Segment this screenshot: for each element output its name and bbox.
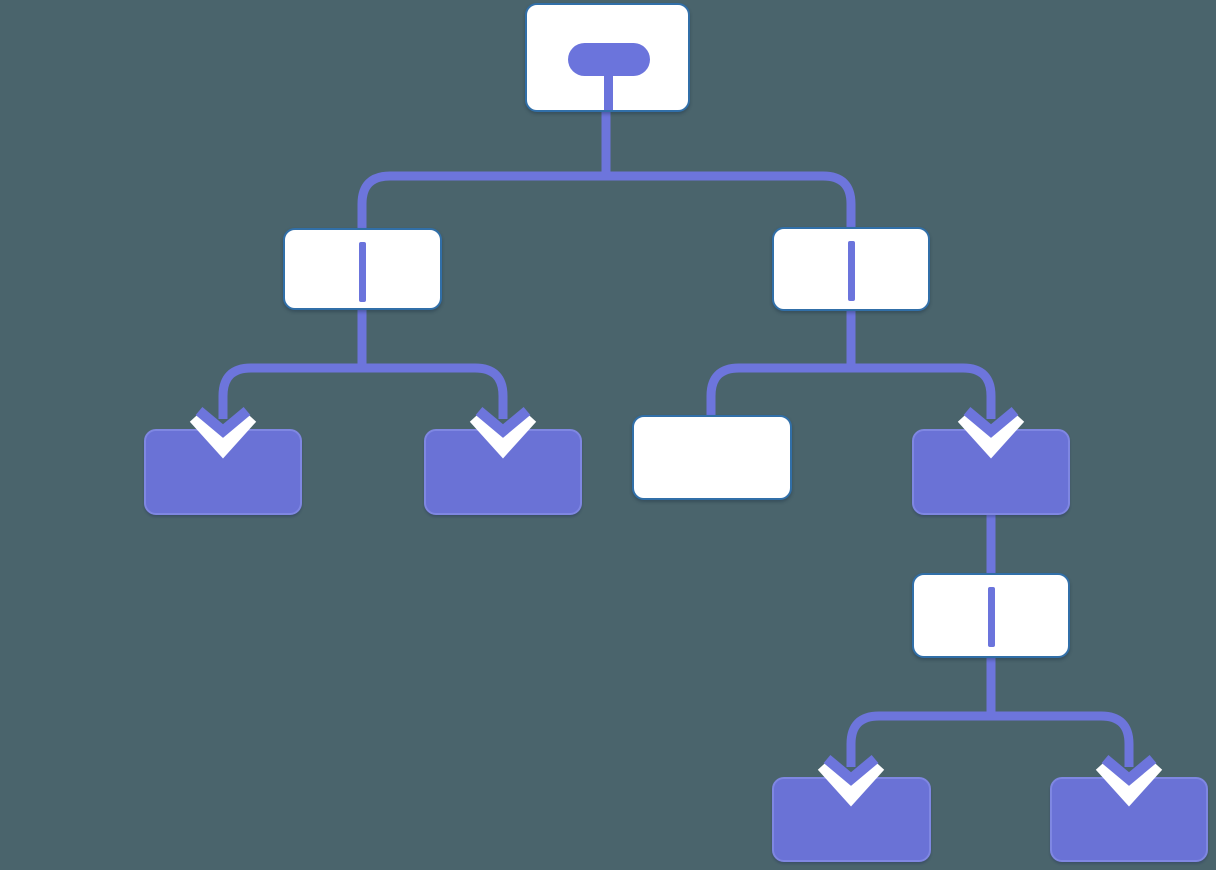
connector-line-right-branch-children <box>851 363 996 419</box>
connector-line-root-to-branches <box>606 171 856 230</box>
node-root[interactable] <box>525 3 690 112</box>
node-leaf-3[interactable] <box>772 777 931 862</box>
arrow-down-icon <box>1095 754 1163 807</box>
connector-line-lower-branch-leaves <box>991 711 1134 767</box>
text-cursor-icon <box>987 587 995 647</box>
connector-line-lower-branch-leaves <box>846 711 991 767</box>
connector-line-left-branch-leaves <box>362 363 508 419</box>
arrow-down-icon <box>469 406 537 459</box>
collapse-pill-icon[interactable] <box>568 43 650 76</box>
text-cursor-icon <box>359 242 366 302</box>
arrow-down-icon <box>817 754 885 807</box>
node-branch-lower[interactable] <box>912 573 1070 658</box>
text-cursor-icon <box>847 241 855 301</box>
arrow-down-icon <box>957 406 1025 459</box>
arrow-down-icon <box>189 406 257 459</box>
connector-line-left-branch-leaves <box>218 363 362 419</box>
node-branch-right[interactable] <box>772 227 930 311</box>
collapse-pill-stem <box>603 74 613 110</box>
node-branch-left[interactable] <box>283 228 442 310</box>
connector-line-root-to-branches <box>357 171 606 231</box>
connector-line-right-branch-children <box>706 363 851 418</box>
node-child-empty[interactable] <box>632 415 792 500</box>
node-child-collapsed[interactable] <box>912 429 1070 515</box>
